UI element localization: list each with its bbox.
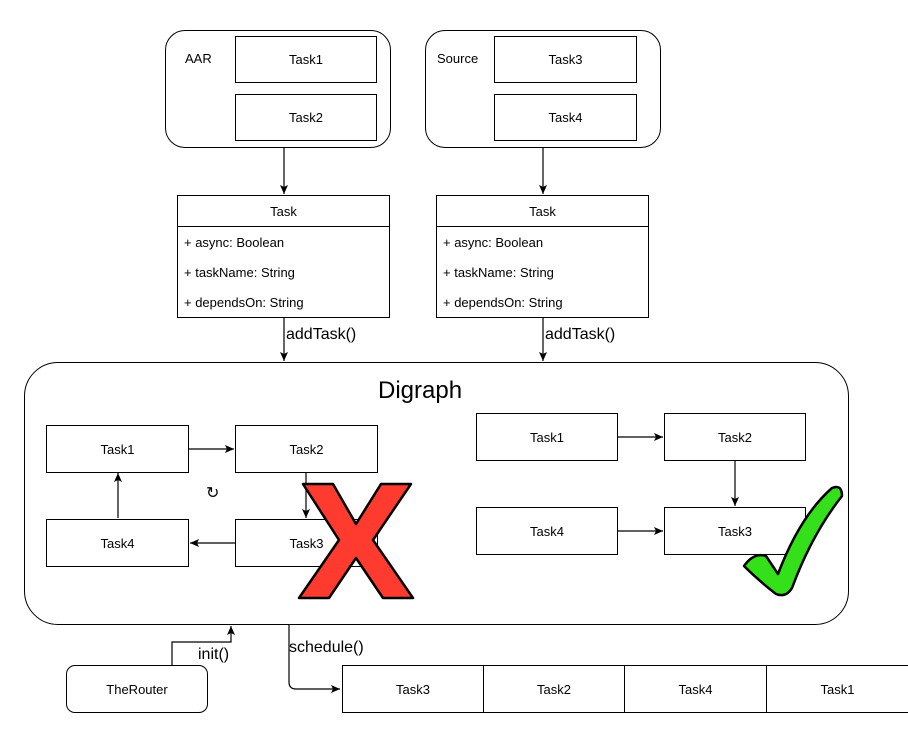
acyclic-task2: Task2 — [664, 413, 806, 461]
schedule-slot-3: Task4 — [624, 665, 767, 713]
group-aar-label: AAR — [185, 51, 212, 66]
therouter-node: TheRouter — [66, 665, 208, 713]
acyclic-task3: Task3 — [664, 507, 806, 555]
aar-task2: Task2 — [235, 94, 377, 141]
invalid-cross-icon — [297, 482, 415, 600]
digraph-title: Digraph — [378, 377, 463, 404]
task-class-left-attr-taskname: + taskName: String — [184, 264, 295, 280]
task-class-right-name: Task — [437, 196, 648, 227]
task-class-left-attr-async: + async: Boolean — [184, 234, 285, 250]
cyclic-task1: Task1 — [46, 425, 189, 473]
label-init: init() — [198, 646, 230, 663]
task-class-right-attr-async: + async: Boolean — [443, 234, 544, 250]
schedule-slot-1: Task3 — [342, 665, 484, 713]
label-schedule: schedule() — [289, 639, 364, 656]
task-class-left: Task + async: Boolean + taskName: String… — [177, 195, 390, 318]
cycle-icon: ↻ — [206, 485, 220, 502]
digraph-container — [24, 362, 849, 625]
task-class-left-attr-dependson: + dependsOn: String — [184, 294, 304, 310]
cyclic-task2: Task2 — [235, 425, 378, 473]
label-addtask-left: addTask() — [286, 326, 357, 344]
task-class-right: Task + async: Boolean + taskName: String… — [436, 195, 649, 318]
task-class-left-name: Task — [178, 196, 389, 227]
source-task4: Task4 — [494, 94, 637, 141]
schedule-slot-4: Task1 — [766, 665, 908, 713]
acyclic-task4: Task4 — [476, 507, 618, 555]
cyclic-task4: Task4 — [46, 519, 189, 567]
arrow-schedule — [288, 625, 340, 693]
group-source-label: Source — [437, 51, 479, 66]
acyclic-task1: Task1 — [476, 413, 618, 461]
source-task3: Task3 — [494, 36, 637, 83]
task-class-right-attr-dependson: + dependsOn: String — [443, 294, 563, 310]
valid-check-icon — [742, 485, 844, 597]
schedule-slot-2: Task2 — [483, 665, 625, 713]
task-class-right-attr-taskname: + taskName: String — [443, 264, 554, 280]
label-addtask-right: addTask() — [545, 326, 616, 344]
aar-task1: Task1 — [235, 36, 377, 83]
arrow-init — [171, 626, 235, 665]
